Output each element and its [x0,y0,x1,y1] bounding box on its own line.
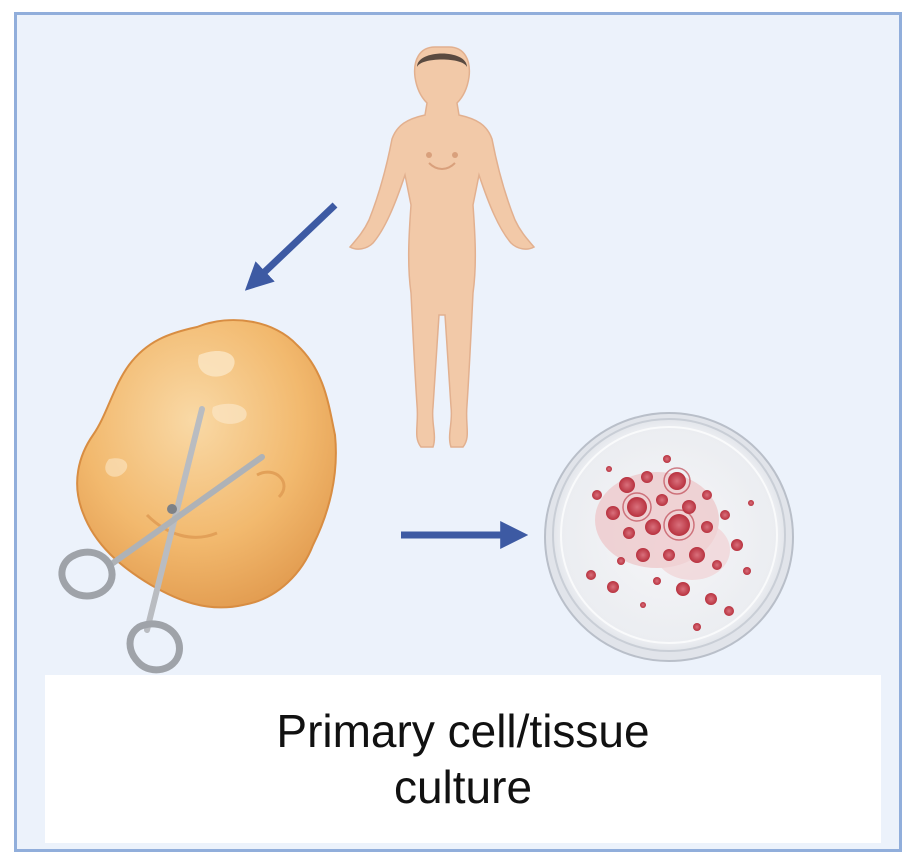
caption-box: Primary cell/tissue culture [45,675,881,843]
scissors-icon [58,406,265,674]
caption-line-2: culture [393,761,533,813]
figure-panel: Primary cell/tissue culture [14,12,902,852]
arrow-icon [244,202,338,291]
human-body-icon [348,46,536,448]
tissue-sample-icon [76,319,337,609]
diagram-canvas [58,46,794,674]
caption-line-1: Primary cell/tissue [276,705,650,757]
petri-dish-icon [544,412,794,662]
